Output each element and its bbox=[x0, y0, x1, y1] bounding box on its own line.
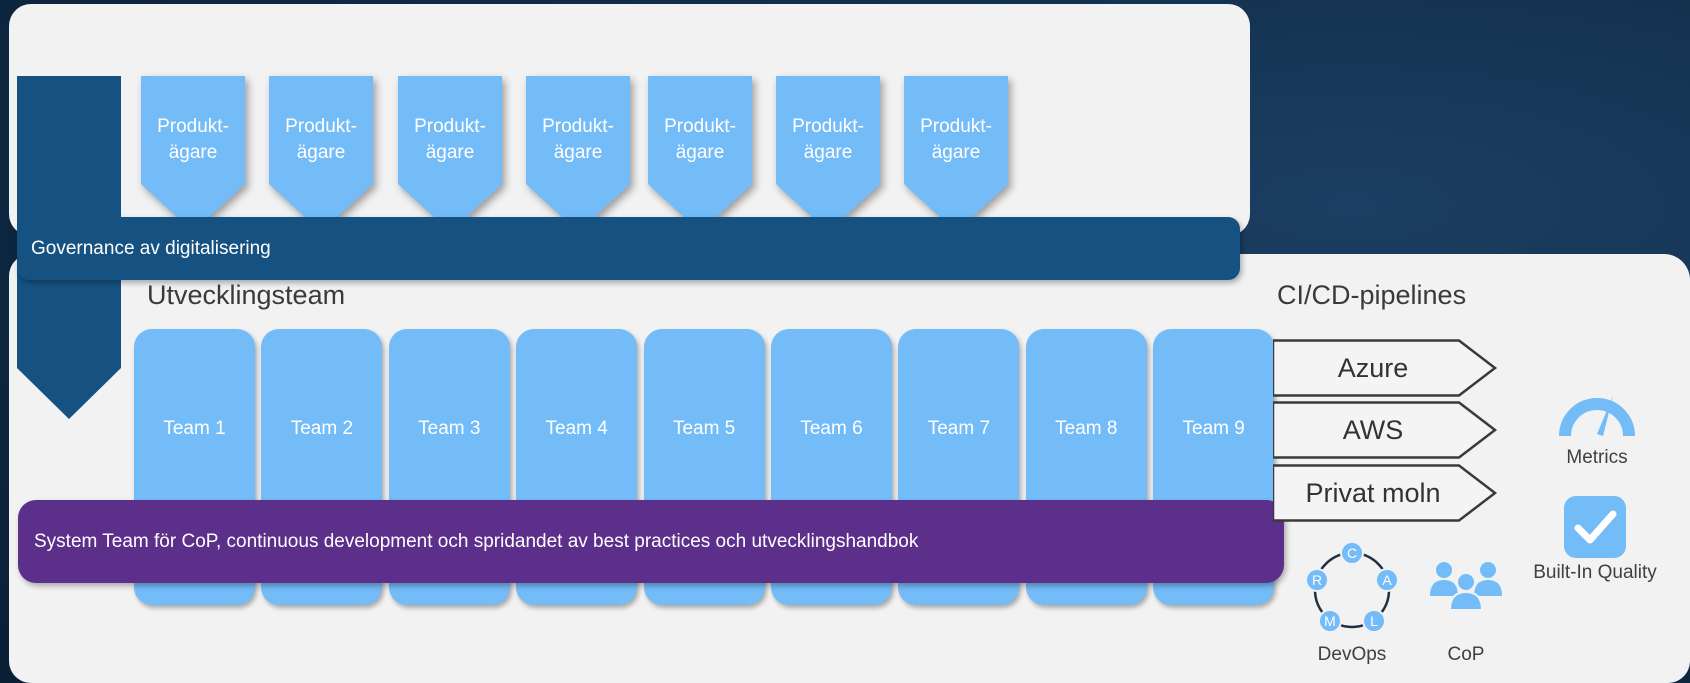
pipeline-arrow: Privat moln bbox=[1273, 464, 1499, 522]
product-owner: Produkt-ägare bbox=[648, 76, 752, 232]
system-team-bar: System Team för CoP, continuous developm… bbox=[18, 500, 1284, 583]
product-owner-line: Produkt- bbox=[920, 116, 992, 137]
team-label: Team 9 bbox=[1182, 418, 1245, 439]
team-label: Team 8 bbox=[1055, 418, 1118, 439]
product-owner-line: ägare bbox=[553, 142, 603, 163]
gauge-icon bbox=[1559, 396, 1635, 437]
product-owner-line: ägare bbox=[168, 142, 218, 163]
team-label: Team 5 bbox=[672, 418, 736, 439]
devops-node bbox=[1305, 568, 1329, 592]
people-group-icon bbox=[1430, 562, 1502, 610]
governance-label: Governance av digitalisering bbox=[31, 238, 271, 259]
metrics-label: Metrics bbox=[1566, 447, 1628, 468]
product-owner-line: ägare bbox=[425, 142, 475, 163]
pipeline-arrow: Azure bbox=[1273, 339, 1499, 397]
dev-teams-title: Utvecklingsteam bbox=[147, 280, 346, 310]
product-owner-label: Produkt-ägare bbox=[141, 114, 245, 166]
pipeline-label: AWS bbox=[1342, 415, 1404, 445]
product-owner-line: ägare bbox=[931, 142, 981, 163]
product-owner: Produkt-ägare bbox=[526, 76, 630, 232]
devops-node-letter: M bbox=[1324, 613, 1336, 629]
team-label: Team 4 bbox=[545, 418, 608, 439]
team-label: Team 3 bbox=[418, 418, 481, 439]
product-owner-line: Produkt- bbox=[157, 116, 229, 137]
team-label: Team 2 bbox=[290, 418, 354, 439]
pipeline-label: Azure bbox=[1337, 353, 1409, 383]
cicd-title: CI/CD-pipelines bbox=[1277, 280, 1467, 310]
devops-label: DevOps bbox=[1317, 644, 1387, 665]
product-owner-line: Produkt- bbox=[664, 116, 736, 137]
team-label: Team 6 bbox=[800, 418, 863, 439]
cop-label: CoP bbox=[1447, 644, 1485, 665]
product-owner: Produkt-ägare bbox=[398, 76, 502, 232]
devops-node bbox=[1318, 609, 1342, 633]
devops-node-letter: R bbox=[1312, 572, 1322, 588]
governance-bar: Governance av digitalisering bbox=[17, 217, 1240, 280]
team-label: Team 1 bbox=[163, 418, 226, 439]
devops-node-letter: C bbox=[1347, 545, 1357, 561]
checkmark-icon bbox=[1564, 496, 1626, 558]
product-owner-line: ägare bbox=[675, 142, 725, 163]
product-owner-label: Produkt-ägare bbox=[398, 114, 502, 166]
product-owner-line: Produkt- bbox=[285, 116, 357, 137]
quality-label: Built-In Quality bbox=[1533, 562, 1657, 583]
product-owner: Produkt-ägare bbox=[776, 76, 880, 232]
product-owner: Produkt-ägare bbox=[141, 76, 245, 232]
product-owner-line: ägare bbox=[296, 142, 346, 163]
pipeline-label: Privat moln bbox=[1305, 478, 1441, 508]
system-team-label: System Team för CoP, continuous developm… bbox=[34, 531, 919, 552]
devops-node bbox=[1375, 568, 1399, 592]
product-owner-label: Produkt-ägare bbox=[526, 114, 630, 166]
devops-node-letter: A bbox=[1382, 572, 1392, 588]
product-owner: Produkt-ägare bbox=[269, 76, 373, 232]
product-owner-label: Produkt-ägare bbox=[269, 114, 373, 166]
product-owner-line: Produkt- bbox=[542, 116, 614, 137]
devops-node-letter: L bbox=[1370, 613, 1378, 629]
team-label: Team 7 bbox=[927, 418, 991, 439]
devops-node bbox=[1362, 609, 1386, 633]
product-owner-label: Produkt-ägare bbox=[776, 114, 880, 166]
product-owner-label: Produkt-ägare bbox=[904, 114, 1008, 166]
calms-cycle-icon: C A L M R bbox=[1305, 541, 1399, 633]
product-owner-label: Produkt-ägare bbox=[648, 114, 752, 166]
product-owner-line: Produkt- bbox=[414, 116, 486, 137]
pipeline-arrow: AWS bbox=[1273, 401, 1499, 459]
product-owner: Produkt-ägare bbox=[904, 76, 1008, 232]
devops-node bbox=[1340, 541, 1364, 565]
product-owner-line: Produkt- bbox=[792, 116, 864, 137]
product-owner-line: ägare bbox=[803, 142, 853, 163]
